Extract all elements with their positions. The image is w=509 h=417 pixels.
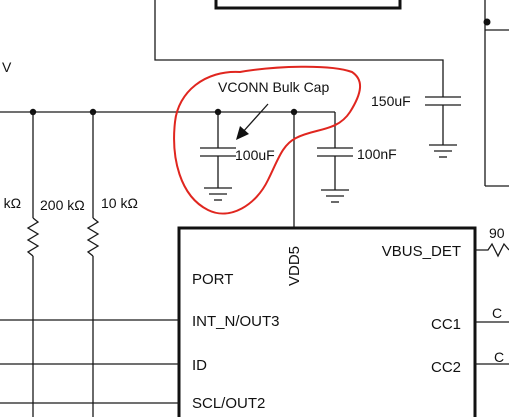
left-pin-wires bbox=[0, 319, 179, 404]
upper-wiring bbox=[154, 0, 509, 187]
ic-chip: VDD5 PORT INT_N/OUT3 ID SCL/OUT2 VBUS_DE… bbox=[177, 226, 477, 417]
resistor-label: 0 kΩ bbox=[0, 195, 21, 211]
edge-label: C bbox=[494, 349, 504, 365]
ic-pin-int-out3: INT_N/OUT3 bbox=[192, 313, 280, 330]
edge-label: 90 bbox=[489, 225, 505, 241]
arrow-head-icon bbox=[236, 126, 249, 140]
annotation-text: VCONN Bulk Cap bbox=[218, 79, 329, 95]
capacitor-label: 100nF bbox=[357, 146, 397, 162]
annotation-arrow bbox=[241, 103, 269, 134]
vconn-annotation: VCONN Bulk Cap bbox=[173, 65, 361, 215]
ic-pin-id: ID bbox=[192, 357, 207, 374]
ic-pin-vbus-det: VBUS_DET bbox=[382, 243, 461, 260]
ic-pin-port: PORT bbox=[192, 271, 233, 288]
left-rail-label: V bbox=[2, 59, 12, 75]
edge-label: C bbox=[492, 305, 502, 321]
ic-pin-cc1: CC1 bbox=[431, 316, 461, 333]
ic-pin-vdd5: VDD5 bbox=[286, 246, 303, 286]
ic-pin-scl-out2: SCL/OUT2 bbox=[192, 395, 265, 412]
capacitor-150uf: 150uF bbox=[371, 93, 461, 158]
right-pin-wires bbox=[475, 242, 509, 365]
ic-pin-cc2: CC2 bbox=[431, 359, 461, 376]
resistor-r2: 200 kΩ bbox=[40, 112, 100, 417]
resistor-r1: 0 kΩ bbox=[0, 112, 40, 417]
annotation-outline bbox=[173, 65, 361, 215]
upper-component-box bbox=[214, 0, 402, 10]
ic-body bbox=[177, 226, 477, 417]
capacitor-100nf: 100nF bbox=[317, 146, 397, 203]
vconn-rail bbox=[0, 108, 336, 148]
capacitor-100uf: 100uF bbox=[200, 112, 275, 201]
capacitor-label: 150uF bbox=[371, 93, 411, 109]
resistor-label: 10 kΩ bbox=[101, 195, 138, 211]
capacitor-label: 100uF bbox=[235, 147, 275, 163]
resistor-label: 200 kΩ bbox=[40, 197, 85, 213]
